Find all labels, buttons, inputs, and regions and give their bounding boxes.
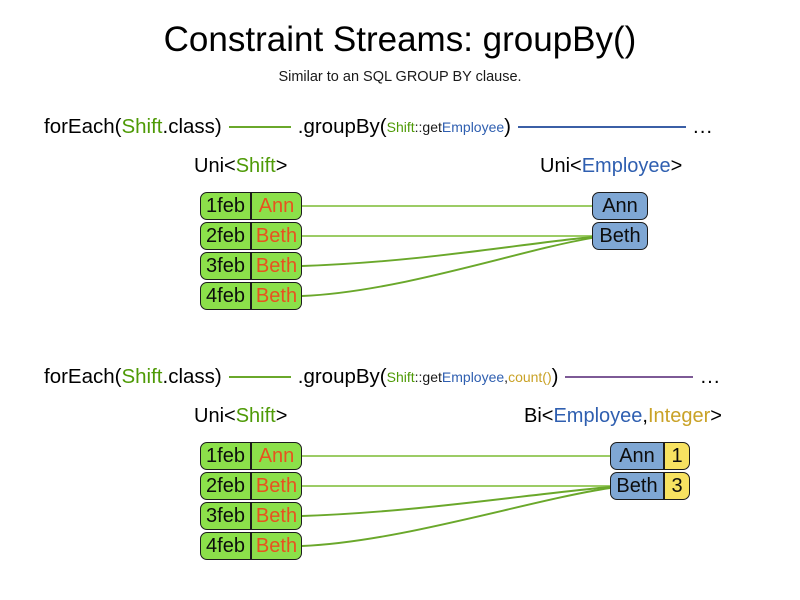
methodref-comma-token: ,	[504, 369, 509, 385]
shift-employee-cell: Beth	[251, 502, 302, 530]
shift-date-cell: 2feb	[200, 222, 251, 250]
shift-node[interactable]: 3feb Beth	[200, 252, 302, 280]
code-line-groupby-single: forEach(Shift.class) .groupBy(Shift::get…	[44, 114, 713, 140]
page-subtitle: Similar to an SQL GROUP BY clause.	[278, 69, 522, 85]
groupby-open-token: .groupBy(	[297, 115, 387, 138]
ellipsis-token: ...	[693, 115, 714, 138]
shift-node[interactable]: 3feb Beth	[200, 502, 302, 530]
connector-purple-line	[565, 376, 694, 378]
group-node[interactable]: Ann 1	[610, 442, 690, 470]
shift-employee-cell: Ann	[251, 442, 302, 470]
foreach-close-token: .class)	[162, 365, 222, 388]
uni-emp-prefix: Uni<	[540, 155, 582, 177]
connector-green-line	[228, 126, 291, 128]
groupby-close-token: )	[551, 365, 559, 388]
group-count-cell: 1	[664, 442, 690, 470]
shift-employee-cell: Ann	[251, 192, 302, 220]
shift-date-cell: 1feb	[200, 192, 251, 220]
page-title: Constraint Streams: groupBy()	[163, 20, 637, 59]
bi-prefix: Bi<	[524, 405, 554, 427]
uni-suffix: >	[275, 405, 288, 427]
uni-suffix: >	[275, 155, 288, 177]
shift-node[interactable]: 2feb Beth	[200, 472, 302, 500]
foreach-open-token: forEach(	[44, 115, 122, 138]
bi-type-a: Employee	[553, 405, 643, 427]
employee-node[interactable]: Ann	[592, 192, 648, 220]
edge2-4feb-beth	[301, 487, 611, 547]
connector-green-line	[228, 376, 291, 378]
methodref-type-token: Shift	[386, 369, 415, 385]
foreach-close-token: .class)	[162, 115, 222, 138]
shift-employee-cell: Beth	[251, 252, 302, 280]
foreach-open-token: forEach(	[44, 365, 122, 388]
methodref-sep-token: ::get	[414, 119, 442, 135]
connector-blue-line	[518, 126, 686, 128]
shift-date-cell: 3feb	[200, 252, 251, 280]
uni-type: Shift	[235, 405, 276, 427]
bi-suffix: >	[710, 405, 722, 427]
groupby-close-token: )	[504, 115, 511, 138]
code-line-groupby-count: forEach(Shift.class) .groupBy(Shift::get…	[44, 364, 721, 390]
methodref-prop-token: Employee	[441, 369, 505, 385]
methodref-sep-token: ::get	[414, 369, 442, 385]
shift-date-cell: 4feb	[200, 282, 251, 310]
shift-employee-cell: Beth	[251, 472, 302, 500]
employee-name-cell: Beth	[592, 222, 648, 250]
collector-count-token: count()	[508, 369, 552, 385]
left-type-label-uni-shift-2: Uni<Shift>	[194, 403, 287, 429]
edge-3feb-beth	[301, 236, 593, 267]
shift-employee-cell: Beth	[251, 282, 302, 310]
shift-date-cell: 1feb	[200, 442, 251, 470]
shift-node[interactable]: 4feb Beth	[200, 282, 302, 310]
group-count-cell: 3	[664, 472, 690, 500]
employee-name-cell: Ann	[592, 192, 648, 220]
employee-node[interactable]: Beth	[592, 222, 648, 250]
uni-emp-suffix: >	[670, 155, 683, 177]
ellipsis-token: ...	[700, 365, 721, 388]
shift-date-cell: 3feb	[200, 502, 251, 530]
group-employee-cell: Ann	[610, 442, 664, 470]
left-type-label-uni-shift: Uni<Shift>	[194, 153, 287, 179]
right-type-label-uni-employee: Uni<Employee>	[540, 153, 682, 179]
right-type-label-bi-employee-integer: Bi<Employee, Integer>	[524, 403, 722, 429]
shift-node[interactable]: 2feb Beth	[200, 222, 302, 250]
group-employee-cell: Beth	[610, 472, 664, 500]
foreach-type-token: Shift	[121, 365, 163, 388]
uni-type: Shift	[235, 155, 276, 177]
edge2-3feb-beth	[301, 486, 611, 517]
bi-sep: ,	[642, 405, 648, 427]
shift-employee-cell: Beth	[251, 222, 302, 250]
uni-prefix: Uni<	[194, 155, 236, 177]
foreach-type-token: Shift	[121, 115, 163, 138]
methodref-type-token: Shift	[386, 119, 415, 135]
bi-type-b: Integer	[647, 405, 711, 427]
shift-node[interactable]: 1feb Ann	[200, 442, 302, 470]
shift-date-cell: 2feb	[200, 472, 251, 500]
uni-emp-type: Employee	[581, 155, 671, 177]
edge-4feb-beth	[301, 237, 593, 297]
group-node[interactable]: Beth 3	[610, 472, 690, 500]
groupby-open-token: .groupBy(	[297, 365, 387, 388]
shift-node[interactable]: 4feb Beth	[200, 532, 302, 560]
shift-employee-cell: Beth	[251, 532, 302, 560]
methodref-prop-token: Employee	[441, 119, 505, 135]
uni-prefix: Uni<	[194, 405, 236, 427]
shift-date-cell: 4feb	[200, 532, 251, 560]
shift-node[interactable]: 1feb Ann	[200, 192, 302, 220]
